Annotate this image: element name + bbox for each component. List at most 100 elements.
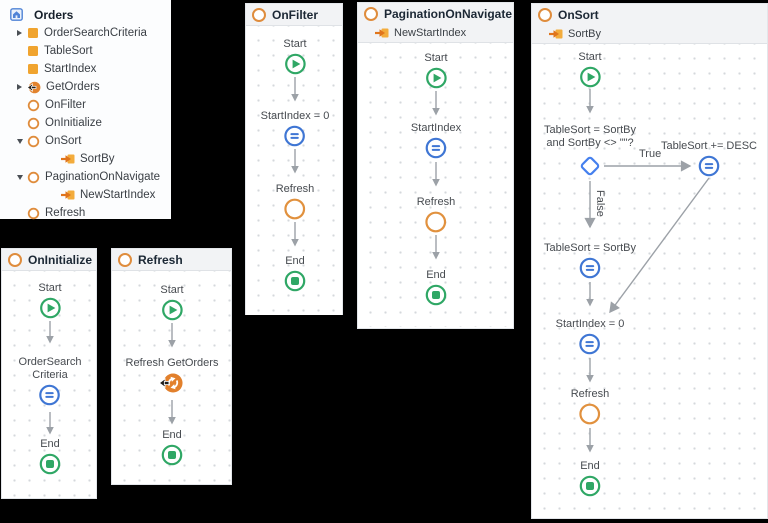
- end-icon: [39, 453, 61, 475]
- node-label: StartIndex = 0: [555, 318, 625, 330]
- tree-root-label: Orders: [34, 7, 74, 22]
- start-node[interactable]: Start: [38, 282, 62, 319]
- node-label: Start: [283, 38, 307, 50]
- flow-title: OnSort: [558, 7, 599, 22]
- assign-icon: [579, 257, 601, 279]
- flow-title: OnFilter: [272, 7, 319, 22]
- onfilter-canvas[interactable]: Start StartIndex = 0 Refresh End: [246, 26, 342, 315]
- refresh-header: Refresh: [112, 249, 231, 271]
- expand-icon[interactable]: [12, 30, 27, 36]
- false-branch-label: False: [594, 190, 606, 217]
- refresh-canvas[interactable]: Start Refresh GetOrders End: [112, 271, 231, 484]
- flow-connector: [291, 149, 299, 174]
- branch-connectors: [584, 160, 710, 314]
- flow-title: PaginationOnNavigate: [384, 6, 513, 21]
- tree-item-onsort[interactable]: OnSort: [0, 132, 171, 150]
- flow-connector: [432, 235, 440, 260]
- screen-icon: [10, 8, 23, 21]
- tree-item-paginationonnavigate[interactable]: PaginationOnNavigate: [0, 168, 171, 186]
- event-icon: [27, 117, 40, 130]
- true-branch-label: True: [639, 148, 662, 160]
- collapse-icon[interactable]: [12, 174, 27, 180]
- refresh-data-node-getorders[interactable]: Refresh GetOrders: [126, 357, 218, 394]
- tree-item-sortby[interactable]: SortBy: [0, 150, 171, 168]
- node-label: TableSort += DESC: [661, 140, 757, 152]
- end-icon: [425, 284, 447, 306]
- callback-action-icon: [425, 211, 447, 233]
- tree-item-newstartindex[interactable]: NewStartIndex: [0, 186, 171, 204]
- tree-item-oninitialize[interactable]: OnInitialize: [0, 114, 171, 132]
- flow-connector: [586, 428, 594, 453]
- run-action-node-refresh[interactable]: Refresh: [276, 183, 314, 220]
- input-param-label: SortBy: [568, 28, 602, 40]
- event-icon: [364, 6, 378, 21]
- start-node[interactable]: Start: [160, 284, 184, 321]
- node-label: End: [162, 429, 182, 441]
- refresh-data-icon: [159, 372, 185, 394]
- flow-connector: [168, 400, 176, 425]
- start-icon: [579, 66, 601, 88]
- start-node[interactable]: Start: [283, 38, 307, 75]
- assign-node-desc[interactable]: TableSort += DESC: [661, 140, 757, 177]
- tree-item-label: OrderSearchCriteria: [44, 27, 147, 39]
- expand-icon[interactable]: [12, 84, 27, 90]
- start-icon: [39, 297, 61, 319]
- input-param-icon: [61, 189, 75, 201]
- node-label: Start: [38, 282, 62, 294]
- end-node[interactable]: End: [579, 460, 601, 497]
- onfilter-header: OnFilter: [246, 4, 342, 26]
- tree-item-label: Refresh: [45, 207, 86, 219]
- assign-icon: [425, 137, 447, 159]
- event-icon: [27, 135, 40, 148]
- tree-item-getorders[interactable]: GetOrders: [0, 78, 171, 96]
- assign-node-tablesort[interactable]: TableSort = SortBy: [544, 242, 636, 279]
- node-label: End: [285, 255, 305, 267]
- tree-root-orders[interactable]: Orders: [0, 5, 171, 24]
- assign-icon: [579, 333, 601, 355]
- assign-node-startindex[interactable]: StartIndex = 0: [261, 110, 329, 147]
- flow-connector: [586, 282, 594, 307]
- tree-item-label: SortBy: [80, 153, 115, 165]
- tree-item-tablesort[interactable]: TableSort: [0, 42, 171, 60]
- tree-item-label: StartIndex: [44, 63, 97, 75]
- pagination-canvas[interactable]: Start StartIndex Refresh End: [358, 43, 513, 327]
- assign-node-startindex[interactable]: StartIndex: [411, 122, 461, 159]
- tree-item-onfilter[interactable]: OnFilter: [0, 96, 171, 114]
- node-label: Start: [424, 52, 448, 64]
- tree-item-label: OnSort: [45, 135, 82, 147]
- end-node[interactable]: End: [39, 438, 61, 475]
- flow-connector: [46, 321, 54, 344]
- start-node[interactable]: Start: [424, 52, 448, 89]
- tree-item-label: TableSort: [44, 45, 93, 57]
- tree-item-startindex[interactable]: StartIndex: [0, 60, 171, 78]
- onsort-header: OnSort SortBy: [532, 4, 767, 44]
- end-node[interactable]: End: [284, 255, 306, 292]
- start-node[interactable]: Start: [578, 51, 602, 88]
- end-node[interactable]: End: [161, 429, 183, 466]
- run-action-node-refresh[interactable]: Refresh: [416, 196, 456, 233]
- flow-connector: [46, 412, 54, 435]
- flow-connector: [291, 77, 299, 102]
- flow-connector: [586, 89, 594, 114]
- node-label: End: [580, 460, 600, 472]
- input-param-icon: [375, 27, 389, 39]
- flow-title: OnInitialize: [28, 252, 93, 267]
- assign-node-startindex[interactable]: StartIndex = 0: [555, 318, 625, 355]
- onfilter-flow-panel: OnFilter Start StartIndex = 0 Refresh En…: [245, 3, 343, 315]
- tree-item-refresh[interactable]: Refresh: [0, 204, 171, 222]
- tree-item-ordersearchcriteria[interactable]: OrderSearchCriteria: [0, 24, 171, 42]
- collapse-icon[interactable]: [12, 138, 27, 144]
- end-node[interactable]: End: [425, 269, 447, 306]
- refresh-flow-panel: Refresh Start Refresh GetOrders End: [111, 248, 232, 485]
- input-param-label: NewStartIndex: [394, 27, 467, 39]
- node-label: End: [40, 438, 60, 450]
- run-action-node-refresh[interactable]: Refresh: [571, 388, 609, 425]
- node-label: Refresh: [416, 196, 456, 208]
